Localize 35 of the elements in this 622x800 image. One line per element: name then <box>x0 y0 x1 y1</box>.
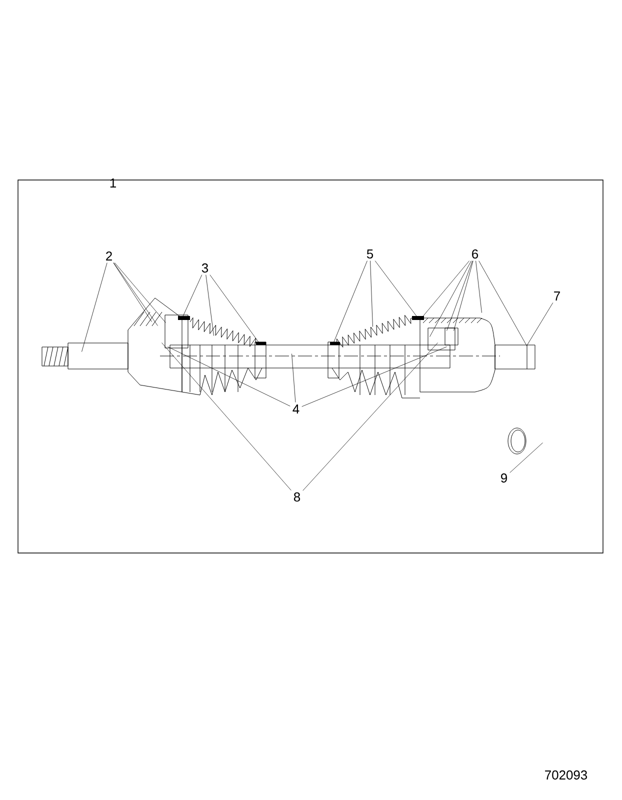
leader-line <box>182 274 202 317</box>
callout-number: 9 <box>501 473 507 483</box>
leader-line <box>292 354 296 402</box>
leader-line <box>302 346 447 407</box>
leader-line <box>168 346 290 406</box>
leader-line <box>114 262 158 326</box>
ring-drawing <box>508 428 526 454</box>
leader-line <box>430 260 472 337</box>
drive-axle-drawing <box>42 298 536 398</box>
leader-line <box>370 260 373 327</box>
leader-line <box>302 342 438 491</box>
leader-line <box>446 260 473 331</box>
leader-line <box>206 274 214 336</box>
leader-line <box>526 302 554 346</box>
leader-line <box>454 260 474 331</box>
leader-line <box>374 260 418 318</box>
leader-line <box>422 260 470 318</box>
callout-number: 5 <box>366 250 374 259</box>
callout-number: 2 <box>106 251 112 261</box>
leader-line <box>510 442 543 473</box>
leader-line <box>210 274 260 344</box>
leader-line <box>113 262 152 322</box>
callout-number: 6 <box>472 249 478 259</box>
leader-line <box>478 260 527 346</box>
callout-number: 7 <box>554 292 560 300</box>
leader-line <box>162 342 292 491</box>
leader-line <box>114 262 166 323</box>
leader-line <box>332 260 368 345</box>
callout-number: 8 <box>294 492 300 502</box>
leader-line <box>82 262 108 352</box>
callout-number: 4 <box>292 404 300 414</box>
callout-number: 3 <box>202 263 208 273</box>
leader-line <box>476 260 482 313</box>
figure-number: 702093 <box>545 770 588 780</box>
callout-number: 1 <box>110 178 116 188</box>
